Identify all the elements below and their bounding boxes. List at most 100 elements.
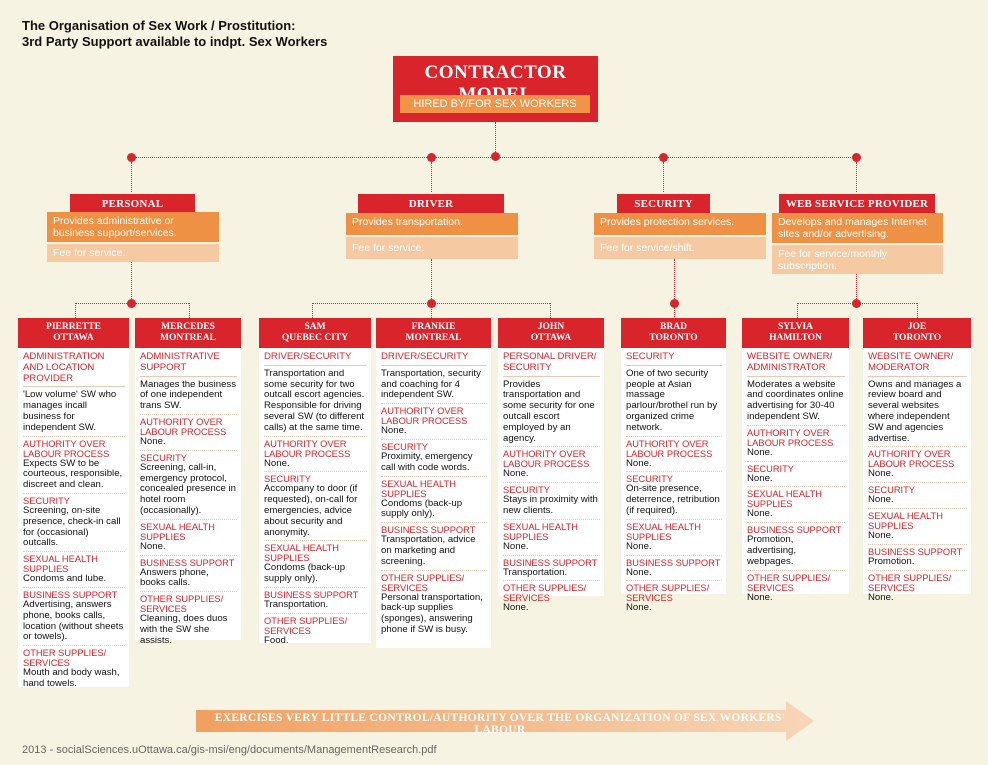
business-value: Answers phone, books calls. [140, 567, 237, 593]
security-value: Screening, on-site presence, check-in ca… [23, 505, 125, 553]
person-name: MERCEDES [161, 322, 215, 332]
authority-value: None. [626, 458, 722, 473]
business-value: Promotion. [868, 556, 967, 571]
sexual-health-value: None. [747, 509, 845, 524]
security-value: Screening, call-in, emergency protocol, … [140, 462, 237, 520]
person-city: TORONTO [649, 333, 698, 343]
security-label: SECURITY [264, 474, 312, 485]
person-city: TORONTO [892, 333, 942, 343]
authority-label: AUTHORITY OVER LABOUR PROCESS [140, 416, 227, 437]
person-card-body: DRIVER/SECURITY Transportation and some s… [264, 351, 367, 651]
person-role: PERSONAL DRIVER/ SECURITY [503, 351, 600, 377]
category-driver-desc: Provides transportation. [346, 213, 518, 235]
category-web-service-desc: Develops and manages Internet sites and/… [772, 213, 943, 243]
business-label: BUSINESS SUPPORT [381, 525, 476, 536]
business-value: Transportation. [264, 599, 367, 614]
category-personal-assistant-desc: Provides administrative or business supp… [47, 212, 219, 242]
authority-value: Expects SW to be courteous, responsible,… [23, 458, 125, 494]
title-line-1: The Organisation of Sex Work / Prostitut… [22, 18, 296, 33]
control-arrow [196, 701, 814, 741]
security-label: SECURITY [747, 463, 795, 474]
security-label: SECURITY [626, 474, 674, 485]
other-label: OTHER SUPPLIES/ SERVICES [626, 583, 710, 604]
other-value: Mouth and body wash, hand towels. [23, 667, 120, 689]
sexual-health-value: Condoms (back-up supply only). [381, 498, 487, 524]
authority-value: None. [140, 436, 237, 451]
sexual-health-label: SEXUAL HEALTH SUPPLIES [626, 521, 701, 542]
category-personal-assistant-fee: Fee for service. [47, 244, 219, 262]
title-line-2: 3rd Party Support available to indpt. Se… [22, 34, 328, 49]
person-name: BRAD [660, 322, 687, 332]
security-label: SECURITY [23, 495, 71, 506]
authority-value: None. [381, 425, 487, 440]
person-card-body: SECURITY One of two security people at As… [626, 351, 722, 618]
other-label: OTHER SUPPLIES/ SERVICES [23, 648, 107, 669]
person-role: ADMINISTRATION AND LOCATION PROVIDER [23, 351, 125, 388]
category-security-desc: Provides protection services. [594, 213, 766, 235]
sexual-health-label: SEXUAL HEALTH SUPPLIES [264, 543, 339, 564]
other-label: OTHER SUPPLIES/ SERVICES [264, 615, 348, 636]
security-value: Stays in proximity with new clients. [503, 494, 600, 520]
connector-line [431, 303, 432, 318]
person-description: Provides transportation and some securit… [503, 379, 600, 448]
business-value: None. [626, 567, 722, 582]
person-description: Transportation and some security for two… [264, 368, 367, 437]
sexual-health-value: None. [868, 530, 967, 545]
connector-line [663, 162, 664, 192]
business-label: BUSINESS SUPPORT [503, 557, 598, 568]
connector-line [431, 259, 432, 301]
sexual-health-value: None. [140, 541, 237, 556]
security-label: SECURITY [381, 441, 429, 452]
authority-label: AUTHORITY OVER LABOUR PROCESS [503, 449, 590, 470]
connector-line [550, 303, 551, 318]
person-city: OTTAWA [530, 333, 572, 343]
person-description: Owns and manages a review board and seve… [868, 379, 967, 448]
security-value: On-site presence, deterrence, retributio… [626, 483, 722, 520]
person-city: HAMILTON [769, 333, 822, 343]
sexual-health-value: None. [626, 541, 722, 556]
connector-line [189, 303, 190, 318]
security-value: Accompany to door (if requested), on-cal… [264, 483, 367, 542]
other-value: Personal transportation, back-up supplie… [381, 591, 483, 635]
security-label: SECURITY [140, 452, 188, 463]
business-label: BUSINESS SUPPORT [626, 557, 721, 568]
person-name: JOHN [537, 322, 565, 332]
authority-label: AUTHORITY OVER LABOUR PROCESS [264, 438, 351, 459]
category-driver-fee: Fee for service. [346, 237, 518, 259]
person-description: Transportation, security and coaching fo… [381, 368, 487, 405]
connector-dot [670, 299, 679, 308]
other-label: OTHER SUPPLIES/ SERVICES [381, 572, 465, 593]
person-description: One of two security people at Asian mass… [626, 368, 722, 437]
authority-value: None. [868, 469, 967, 484]
sexual-health-label: SEXUAL HEALTH SUPPLIES [23, 554, 98, 575]
authority-label: AUTHORITY OVER LABOUR PROCESS [626, 438, 713, 459]
business-label: BUSINESS SUPPORT [140, 557, 235, 568]
connector-line [797, 303, 798, 318]
person-description: 'Low volume' SW who manages incall busin… [23, 389, 125, 437]
person-name: JOE [907, 322, 927, 332]
connector-line [75, 303, 76, 318]
person-role: DRIVER/SECURITY [264, 351, 367, 366]
business-label: BUSINESS SUPPORT [747, 525, 842, 536]
authority-value: None. [503, 469, 600, 484]
other-label: OTHER SUPPLIES/ SERVICES [503, 583, 587, 604]
authority-value: None. [747, 447, 845, 462]
person-city: MONTREAL [160, 333, 216, 343]
sexual-health-label: SEXUAL HEALTH SUPPLIES [140, 521, 215, 542]
business-value: Transportation. [503, 567, 600, 582]
sexual-health-label: SEXUAL HEALTH SUPPLIES [868, 510, 943, 531]
connector-dot [427, 153, 436, 162]
